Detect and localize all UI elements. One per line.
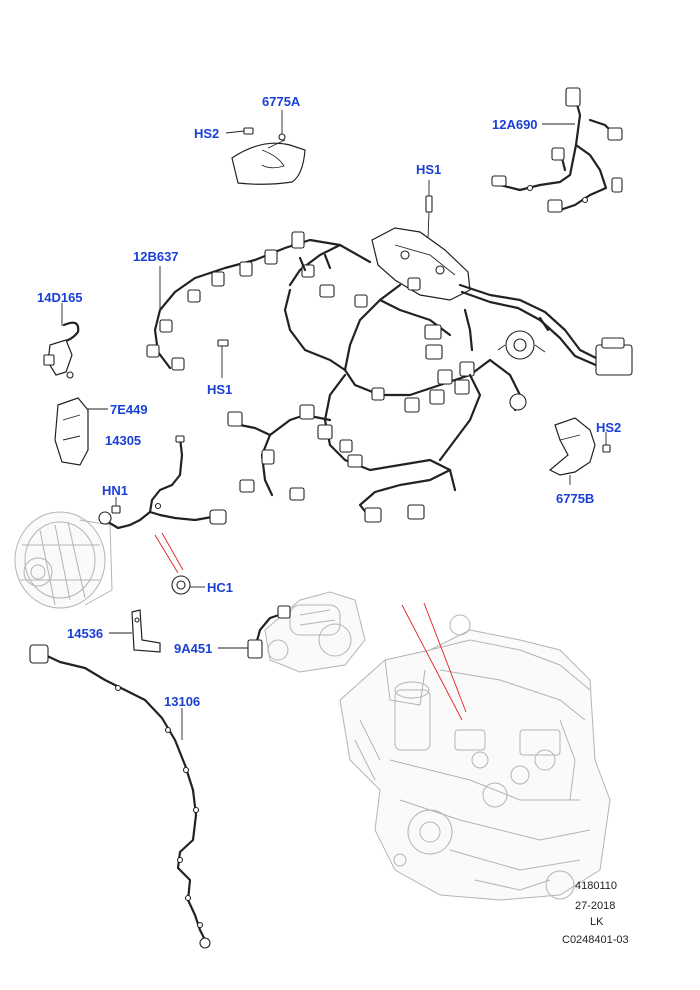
sensor-14d165	[43, 321, 80, 379]
alternator-ghost	[14, 511, 113, 609]
bracket-14536	[109, 609, 161, 653]
harness-13106	[29, 644, 211, 949]
stud-hs1-mid	[217, 339, 229, 378]
callout-hs2-top: HS2	[194, 126, 220, 141]
callout-14536: 14536	[67, 626, 104, 641]
reference-code: C0248401-03	[562, 934, 629, 946]
callout-hs1-mid: HS1	[207, 382, 233, 397]
starter-harness-9a451	[218, 605, 291, 659]
callout-13106: 13106	[164, 694, 201, 709]
callout-12b637: 12B637	[133, 249, 179, 264]
callout-hn1: HN1	[102, 483, 129, 498]
callout-14305: 14305	[105, 433, 142, 448]
starter-motor-ghost	[264, 591, 366, 673]
fastener-hs2-top	[225, 127, 254, 135]
callout-hs1-top: HS1	[416, 162, 442, 177]
reference-initials: LK	[590, 916, 604, 928]
heat-shield-6775b	[548, 417, 596, 476]
callout-hs2-right: HS2	[596, 420, 622, 435]
reference-number: 4180110	[575, 880, 618, 892]
engine-block-ghost	[339, 614, 611, 901]
callout-hc1: HC1	[207, 580, 234, 595]
alternator-harness-14305	[98, 435, 227, 530]
callout-7e449: 7E449	[110, 402, 148, 417]
harness-12a690	[491, 87, 623, 213]
callout-6775b: 6775B	[556, 491, 595, 506]
nut-hn1	[111, 497, 121, 514]
cap-hc1	[171, 575, 205, 595]
callout-14d165: 14D165	[37, 290, 83, 305]
main-harness-12b637	[146, 227, 633, 523]
callout-6775a: 6775A	[262, 94, 301, 109]
fastener-hs2-right	[602, 432, 611, 453]
callout-12a690: 12A690	[492, 117, 538, 132]
reference-date: 27-2018	[575, 900, 616, 912]
heat-shield-6775a	[231, 133, 306, 185]
bracket-7e449	[54, 397, 89, 466]
callout-9a451: 9A451	[174, 641, 213, 656]
